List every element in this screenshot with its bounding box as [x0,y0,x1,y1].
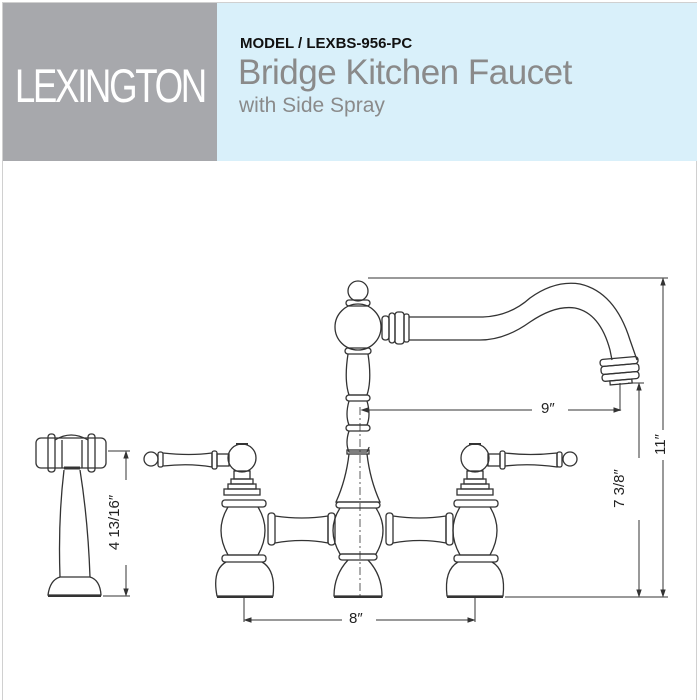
spout-drawing [381,282,640,386]
left-valve-drawing [143,443,275,598]
center-column-drawing [332,280,384,598]
product-subtitle: with Side Spray [239,94,385,117]
right-valve-drawing [445,443,578,598]
side-spray-drawing [35,433,107,597]
side-spray-dimension [103,450,130,597]
product-title: Bridge Kitchen Faucet [238,53,572,92]
title-panel: MODEL / LEXBS-956-PC Bridge Kitchen Fauc… [217,3,697,161]
brand-panel: LEXINGTON [3,3,217,161]
dimension-lines [243,277,668,623]
model-number: MODEL / LEXBS-956-PC [240,35,413,52]
side-spray-height-label: 4 13/16″ [106,494,124,551]
overall-height-label: 11″ [651,434,669,455]
spout-reach-label: 9″ [541,400,555,417]
bridge-drawing [267,512,454,546]
spout-height-label: 7 3/8″ [610,469,628,508]
center-spread-label: 8″ [349,610,363,627]
brand-name: LEXINGTON [14,58,207,112]
